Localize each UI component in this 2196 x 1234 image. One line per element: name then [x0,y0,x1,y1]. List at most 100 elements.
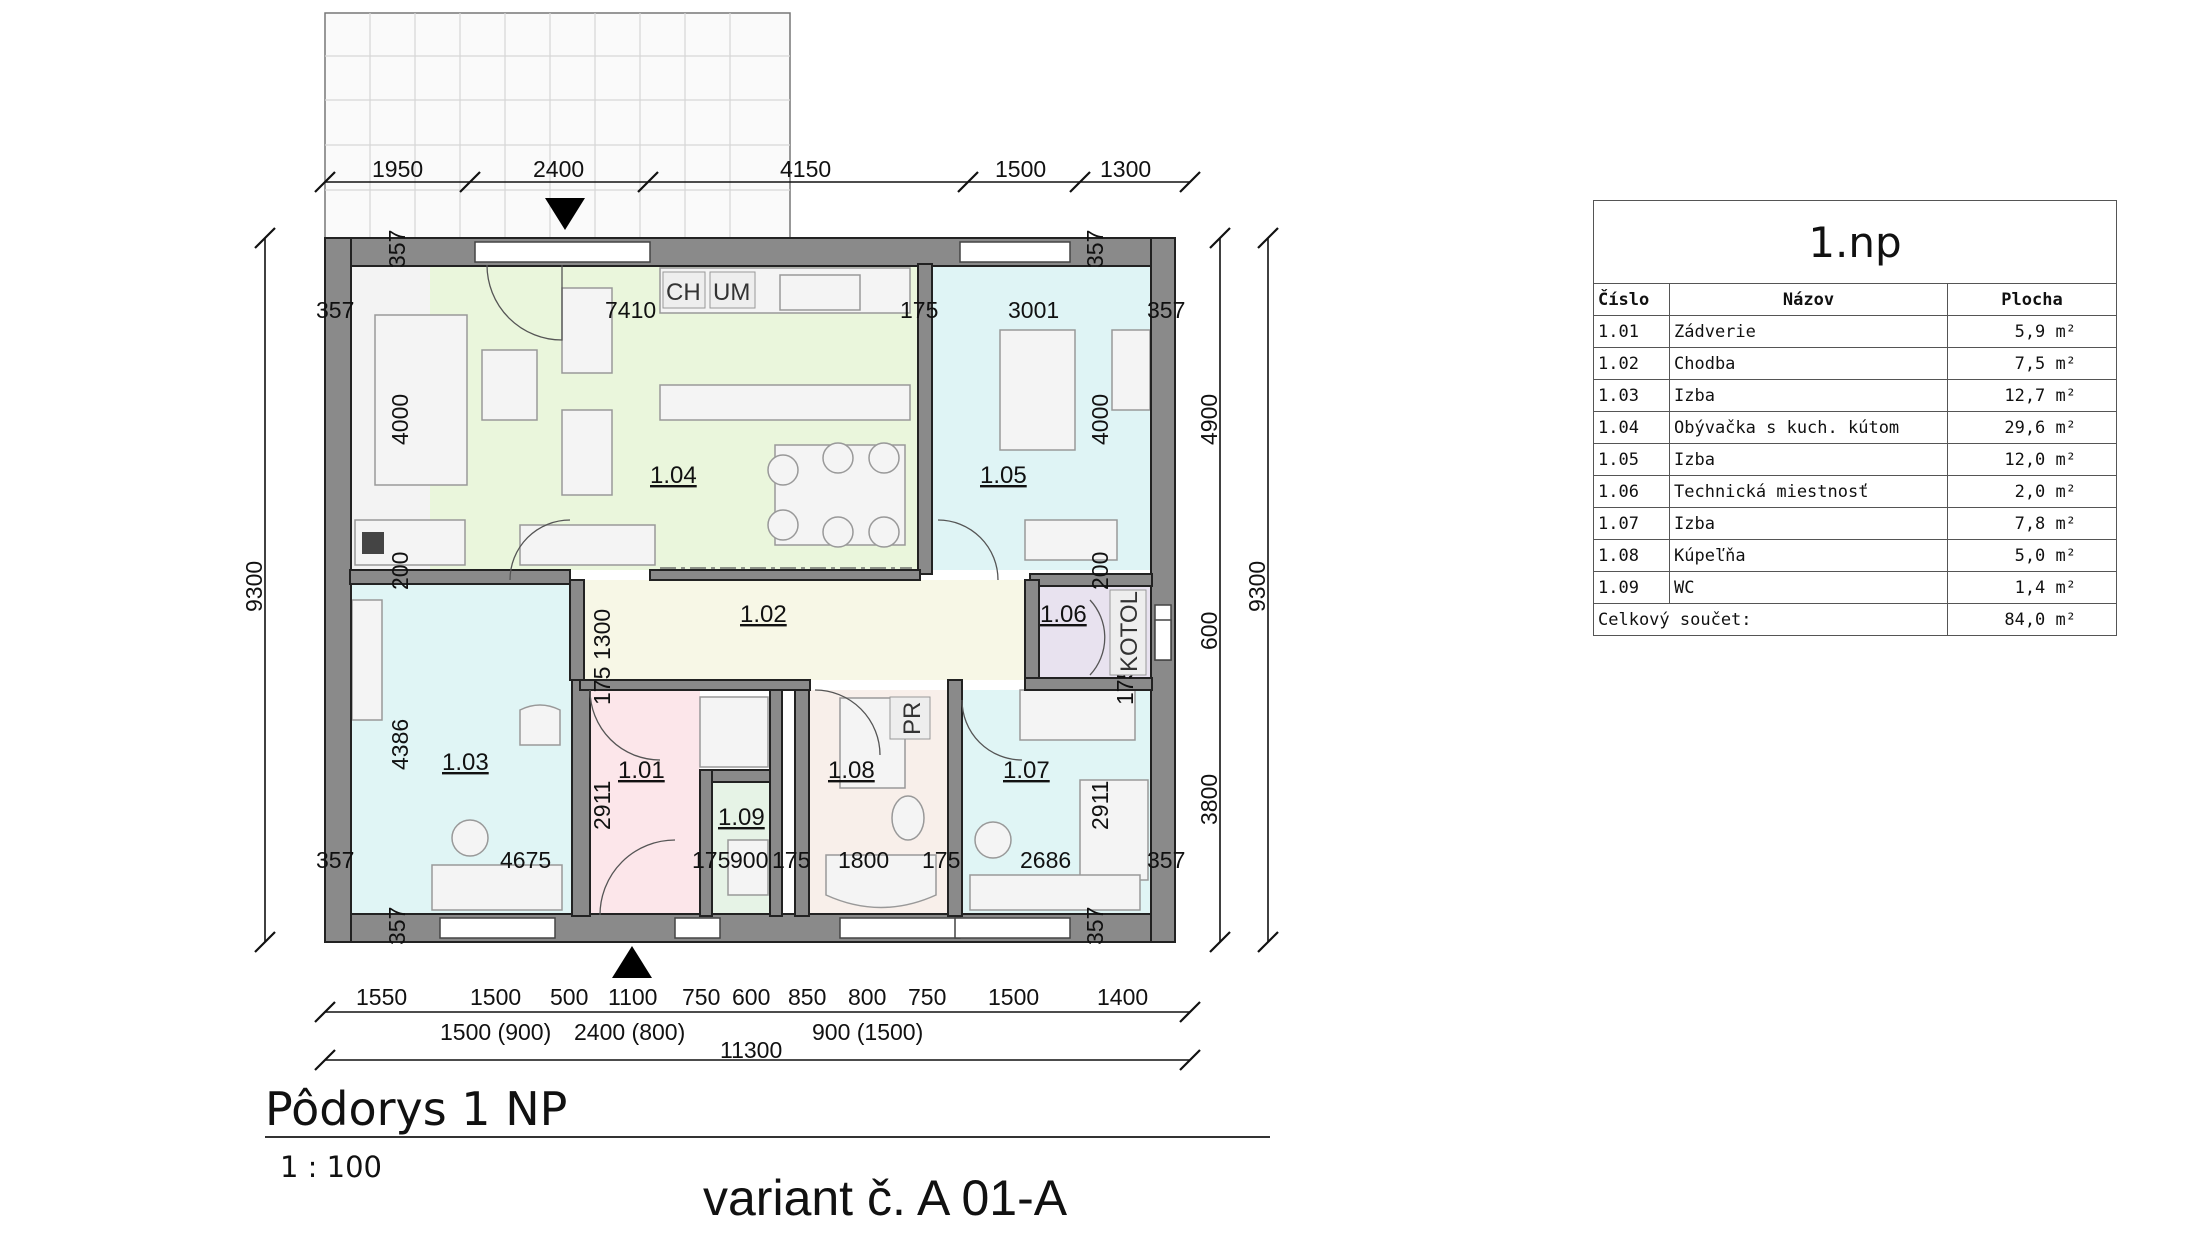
dim-inner-9: 7410 [605,297,656,323]
dim-bottom-3: 500 [550,984,588,1010]
room-1-04: 1.04 [650,462,697,489]
room-schedule-table: 1.np Číslo Názov Plocha 1.01 Zádverie 5,… [1593,200,2117,636]
dim-right-2: 600 [1196,612,1222,650]
inner-dimensions: 357 357 357 357 357 357 357 357 7410 175… [316,230,1185,945]
row-name: Obývačka s kuch. kútom [1669,411,1948,444]
dim-bottom-1: 1550 [356,984,407,1010]
entrance-arrow-bottom [612,946,652,978]
dim-inner-27: 1800 [838,847,889,873]
row-area: 5,0 m² [1947,539,2117,572]
dim-bottom-row2-2: 2400 (800) [574,1019,685,1045]
dim-inner-15: 200 [1087,552,1113,590]
row-name: WC [1669,571,1948,604]
dim-inner-3: 357 [1082,230,1108,268]
dim-inner-1: 357 [384,230,410,268]
table-title-row: 1.np [1593,200,2117,284]
entrance-arrow-top [545,198,585,230]
room-1-05: 1.05 [980,462,1027,489]
dim-inner-29: 2686 [1020,847,1071,873]
top-dimensions: 1950 2400 4150 1500 1300 [372,156,1151,182]
dim-inner-8: 357 [1082,907,1108,945]
dim-inner-20: 4386 [387,719,413,770]
room-1-02: 1.02 [740,601,787,628]
dim-bottom-8: 800 [848,984,886,1010]
total-label: Celkový součet: [1593,603,1948,636]
dim-inner-28: 175 [922,847,960,873]
row-number: 1.06 [1593,475,1670,508]
room-1-06: 1.06 [1040,601,1087,628]
floor-plan: 1950 2400 4150 1500 1300 1550 1500 500 1… [241,12,1279,1226]
dim-bottom-10: 1500 [988,984,1039,1010]
table-header-row: Číslo Názov Plocha [1593,283,2117,316]
table-row: 1.05 Izba 12,0 m² [1593,443,2117,476]
label-pr: PR [899,702,926,735]
room-1-07: 1.07 [1003,757,1050,784]
dim-bottom-row2-3: 900 (1500) [812,1019,923,1045]
table-row: 1.08 Kúpeľňa 5,0 m² [1593,539,2117,572]
row-name: Izba [1669,507,1948,540]
row-area: 5,9 m² [1947,315,2117,348]
table-row: 1.04 Obývačka s kuch. kútom 29,6 m² [1593,411,2117,444]
row-number: 1.02 [1593,347,1670,380]
dim-right-3: 3800 [1196,774,1222,825]
row-area: 7,8 m² [1947,507,2117,540]
windows [439,241,1172,939]
table-title: 1.np [1593,200,2117,284]
dim-inner-23: 4675 [500,847,551,873]
dim-inner-11: 3001 [1008,297,1059,323]
dimension-lines [254,171,1279,1071]
dim-inner-21: 2911 [589,781,615,830]
equipment-labels: CH UM PR KOTOL [662,271,1147,740]
dim-inner-7: 357 [384,907,410,945]
dim-inner-5: 357 [316,847,354,873]
row-number: 1.04 [1593,411,1670,444]
dim-bottom-2: 1500 [470,984,521,1010]
dim-inner-12: 4000 [387,394,413,445]
dim-left-total: 9300 [241,561,267,612]
dim-inner-24: 175 [692,847,730,873]
header-area: Plocha [1947,283,2117,316]
table-total-row: Celkový součet: 84,0 m² [1593,603,2117,636]
furniture [351,267,1151,911]
dim-inner-2: 357 [316,297,354,323]
dim-bottom-total: 11300 [720,1037,782,1063]
row-number: 1.05 [1593,443,1670,476]
row-number: 1.08 [1593,539,1670,572]
doors [486,264,1106,916]
row-name: Technická miestnosť [1669,475,1948,508]
dim-inner-16: 1300 [589,609,615,660]
dim-bottom-5: 750 [682,984,720,1010]
drawing-scale: 1 : 100 [280,1150,382,1184]
dim-bottom-7: 850 [788,984,826,1010]
row-number: 1.01 [1593,315,1670,348]
dim-inner-22: 2911 [1087,781,1113,830]
table-row: 1.02 Chodba 7,5 m² [1593,347,2117,380]
dim-top-2: 2400 [533,156,584,182]
dim-inner-25: 900 [730,847,768,873]
bottom-dimensions: 1550 1500 500 1100 750 600 850 800 750 1… [356,984,1148,1063]
row-area: 12,7 m² [1947,379,2117,412]
label-kotol: KOTOL [1116,591,1143,672]
dim-inner-4: 357 [1147,297,1185,323]
row-area: 29,6 m² [1947,411,2117,444]
variant-label: variant č. A 01-A [703,1170,1068,1226]
table-row: 1.03 Izba 12,7 m² [1593,379,2117,412]
total-area: 84,0 m² [1947,603,2117,636]
row-area: 2,0 m² [1947,475,2117,508]
dim-bottom-6: 600 [732,984,770,1010]
dim-inner-26: 175 [772,847,810,873]
drawing-title: Pôdorys 1 NP [265,1082,567,1136]
dim-bottom-4: 1100 [608,984,657,1010]
row-number: 1.07 [1593,507,1670,540]
dim-inner-6: 357 [1147,847,1185,873]
table-row: 1.06 Technická miestnosť 2,0 m² [1593,475,2117,508]
dim-inner-18: 175 [589,667,615,705]
row-number: 1.03 [1593,379,1670,412]
row-name: Kúpeľňa [1669,539,1948,572]
dim-inner-10: 175 [900,297,938,323]
dim-right-total: 9300 [1244,561,1270,612]
dim-bottom-row2-1: 1500 (900) [440,1019,551,1045]
row-name: Chodba [1669,347,1948,380]
row-name: Izba [1669,443,1948,476]
row-area: 12,0 m² [1947,443,2117,476]
